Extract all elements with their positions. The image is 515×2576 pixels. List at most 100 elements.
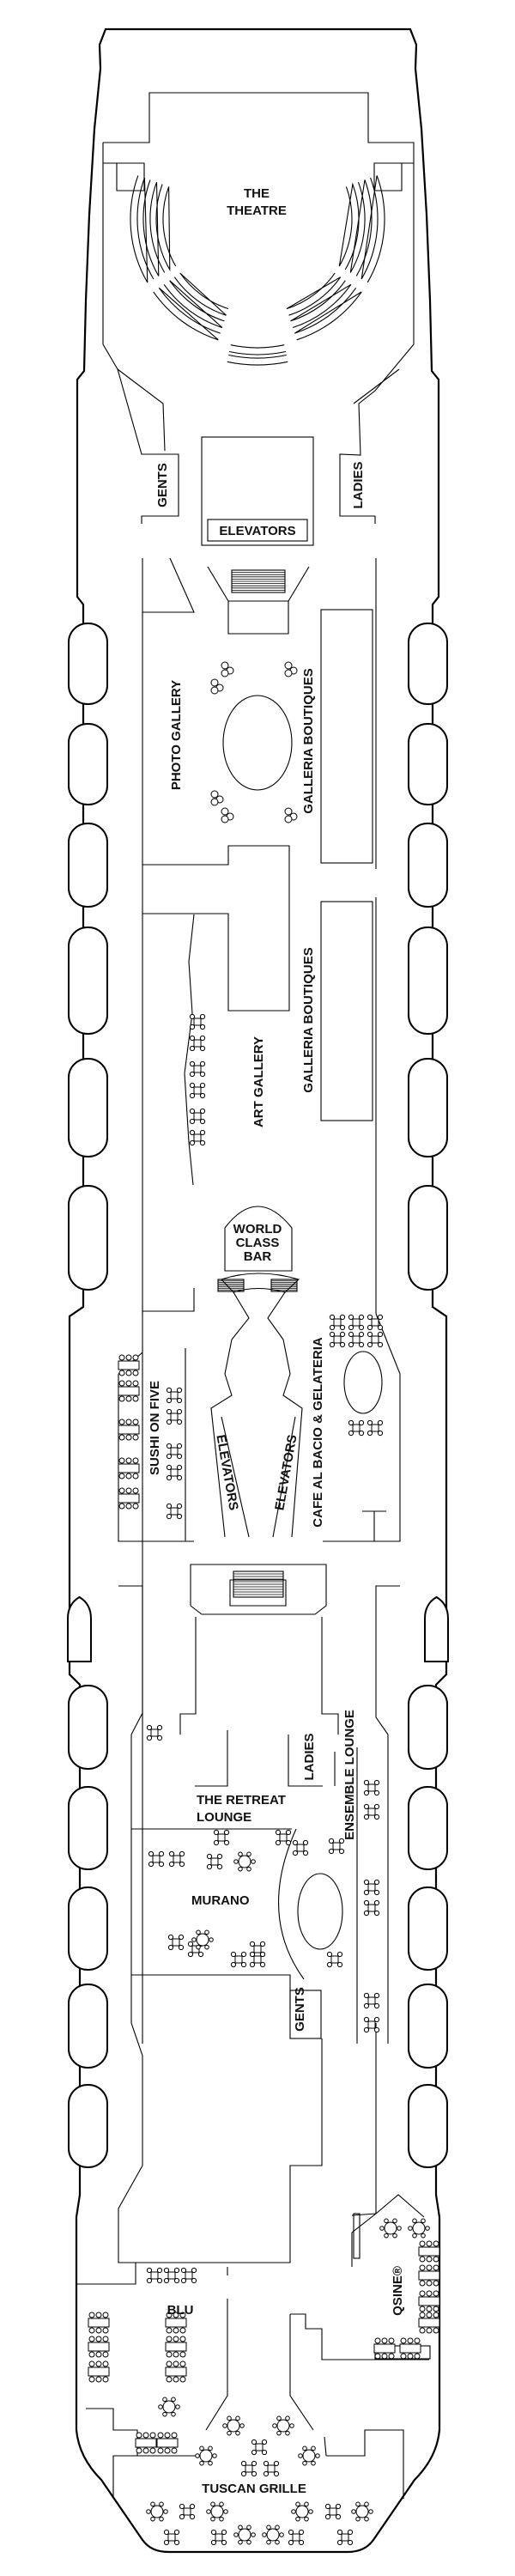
- chair: [179, 2336, 186, 2342]
- label-gents-aft: GENTS: [293, 1987, 307, 2032]
- chair: [329, 1341, 336, 1348]
- chair: [173, 2351, 179, 2358]
- chair: [433, 2327, 439, 2334]
- seat-cluster: [284, 661, 293, 670]
- label-tuscan-grille: TUSCAN GRILLE: [202, 2482, 306, 2496]
- label-cafe-al-bacio: CAFE AL BACIO & GELATERIA: [311, 1337, 325, 1528]
- chair: [230, 1951, 237, 1958]
- chair: [189, 1045, 196, 1052]
- table: [330, 1955, 339, 1964]
- booth-table: [373, 2343, 396, 2354]
- chair: [363, 2016, 370, 2023]
- communal-table: [343, 1351, 383, 1414]
- chair: [88, 2336, 95, 2342]
- seat-cluster: [284, 807, 293, 816]
- chair: [158, 2404, 163, 2409]
- chair: [189, 1139, 196, 1146]
- chair: [157, 2432, 164, 2439]
- chair: [189, 1024, 196, 1030]
- chair: [149, 2432, 156, 2439]
- chair: [358, 1341, 365, 1348]
- chair: [173, 2529, 180, 2536]
- chair: [221, 2529, 227, 2536]
- chair: [251, 2460, 258, 2467]
- chair: [326, 1961, 333, 1968]
- chair: [377, 1331, 384, 1338]
- table: [371, 1318, 379, 1327]
- table: [193, 1086, 202, 1095]
- table: [367, 1807, 376, 1816]
- table: [302, 2449, 316, 2463]
- chair: [189, 2503, 196, 2510]
- chair: [227, 2430, 232, 2436]
- chair: [223, 1839, 230, 1846]
- seat-cluster: [221, 669, 229, 677]
- theatre-stage: [102, 92, 415, 524]
- chair: [377, 1314, 384, 1321]
- chair: [339, 1314, 346, 1321]
- chair: [88, 2360, 95, 2367]
- lifeboat: [68, 1984, 108, 2069]
- tables: [88, 661, 440, 2546]
- chair: [206, 1863, 213, 1870]
- chair: [176, 1453, 183, 1460]
- chair: [373, 1992, 380, 1999]
- chair: [233, 2532, 239, 2537]
- chair: [118, 1354, 125, 1361]
- lifeboat: [68, 1058, 108, 1157]
- chair: [180, 2267, 187, 2274]
- chair: [118, 1457, 125, 1464]
- chair: [88, 2327, 95, 2334]
- chair: [249, 1951, 256, 1958]
- table: [193, 1039, 202, 1048]
- chair: [238, 2524, 243, 2530]
- chair: [288, 2529, 294, 2536]
- lifeboat: [408, 623, 448, 705]
- seating-row: [153, 287, 221, 341]
- chair: [196, 1929, 201, 1935]
- seat-cluster: [210, 790, 219, 799]
- chair: [381, 2353, 388, 2360]
- chair: [419, 2306, 426, 2312]
- chair: [273, 2470, 280, 2477]
- ensemble-bar: [297, 1873, 343, 1950]
- table: [371, 1424, 379, 1432]
- chair: [246, 2539, 251, 2545]
- chair: [261, 2449, 268, 2456]
- chair: [392, 2218, 397, 2224]
- chair: [162, 2411, 167, 2417]
- table: [352, 1335, 360, 1344]
- label-the-retreat-lounge: THE RETREAT: [197, 1793, 286, 1807]
- table: [210, 2505, 224, 2518]
- chair: [166, 1419, 173, 1425]
- chair: [235, 2415, 240, 2421]
- table: [332, 1842, 341, 1850]
- chair: [285, 1829, 292, 1836]
- chair: [266, 2539, 271, 2545]
- chair: [259, 1961, 266, 1968]
- chair: [173, 2277, 180, 2284]
- seating-row: [294, 287, 362, 341]
- chair: [272, 2423, 277, 2428]
- chair: [132, 1419, 139, 1425]
- lifeboat: [408, 2084, 448, 2168]
- seat-cluster: [210, 678, 219, 687]
- chair: [158, 1861, 165, 1868]
- table: [196, 1933, 209, 1947]
- chair: [251, 1859, 256, 1864]
- chair: [204, 1929, 209, 1935]
- chair: [189, 1071, 196, 1078]
- chair: [166, 1474, 173, 1481]
- chair: [329, 1324, 336, 1331]
- chair: [171, 2397, 176, 2403]
- table: [183, 2507, 191, 2516]
- table: [152, 1855, 161, 1863]
- lifeboat: [68, 623, 108, 705]
- chair: [179, 1850, 185, 1857]
- boutique-block: [320, 901, 373, 1121]
- chair: [373, 2016, 380, 2023]
- chair: [206, 2509, 211, 2514]
- lifeboats: [67, 623, 449, 2168]
- chair: [166, 2327, 173, 2334]
- lifeboat: [68, 2084, 108, 2168]
